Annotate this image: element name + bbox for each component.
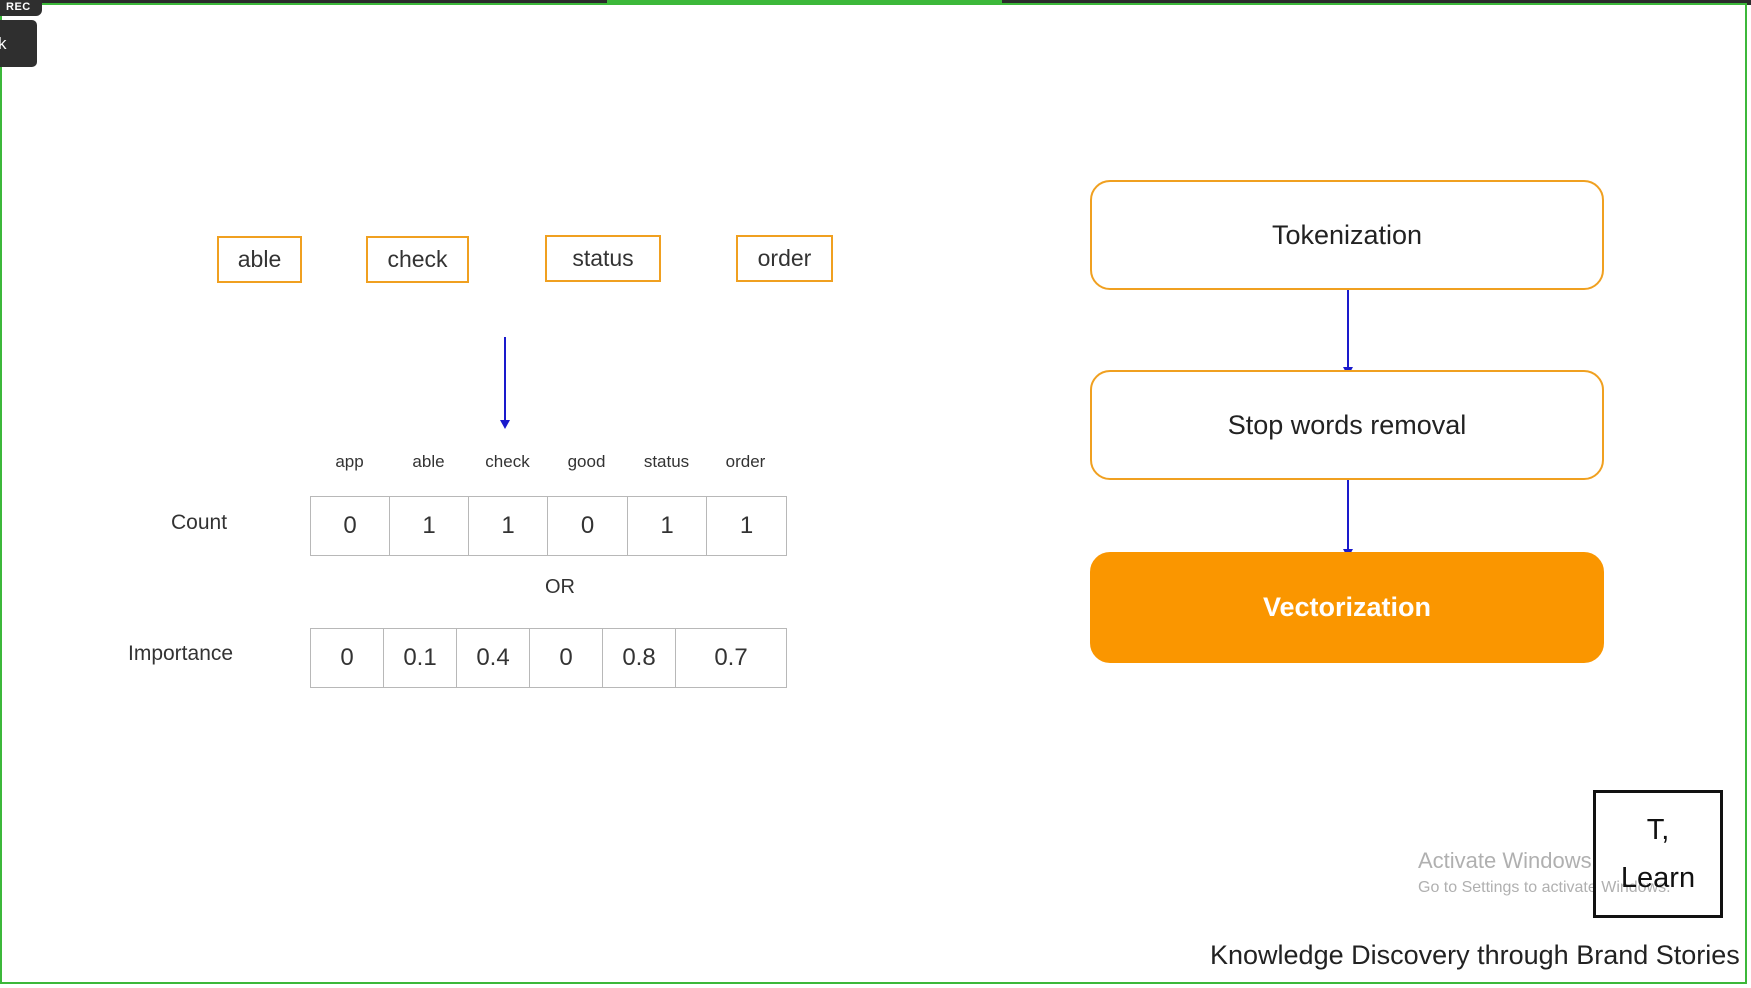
- importance-row-label: Importance: [128, 642, 234, 665]
- step-label: Vectorization: [1262, 592, 1432, 622]
- token-box-order: order: [736, 235, 833, 282]
- count-row-label: Count: [171, 511, 228, 534]
- pipeline-arrow: [1343, 480, 1353, 558]
- count-cell: 1: [469, 497, 548, 555]
- logo-line: T,: [1646, 814, 1670, 846]
- importance-cell: 0.1: [384, 629, 457, 687]
- activate-windows-watermark: Activate Windows: [1418, 848, 1592, 873]
- pipeline-step-vectorization: Vectorization: [1090, 552, 1604, 663]
- pipeline-arrow: [1343, 290, 1353, 376]
- or-separator: OR: [545, 576, 575, 598]
- step-label: Stop words removal: [1227, 409, 1467, 440]
- footer-caption: Knowledge Discovery through Brand Storie…: [1210, 940, 1740, 970]
- column-header: able: [412, 452, 445, 471]
- rec-badge: REC: [0, 0, 42, 16]
- logo-line: Learn: [1620, 862, 1696, 894]
- token-box-able: able: [217, 236, 302, 283]
- stop-recording-button[interactable]: k: [0, 20, 37, 67]
- count-cell: 0: [548, 497, 628, 555]
- importance-cell: 0.8: [603, 629, 676, 687]
- down-arrow: [500, 337, 510, 429]
- importance-cell: 0.4: [457, 629, 530, 687]
- count-cell: 1: [739, 512, 754, 539]
- importance-vector-table: 0 0.1 0.4 0 0.8 0.7: [310, 628, 787, 688]
- column-header: order: [725, 452, 766, 471]
- count-cell: 1: [628, 497, 707, 555]
- importance-cell: 0.7: [714, 644, 748, 671]
- importance-cell: 0: [311, 629, 384, 687]
- count-vector-table: 0 1 1 0 1 1: [310, 496, 787, 556]
- column-header: status: [643, 452, 690, 471]
- count-cell: 0: [311, 497, 390, 555]
- pipeline-step-tokenization: Tokenization: [1090, 180, 1604, 290]
- pipeline-step-stop-words-removal: Stop words removal: [1090, 370, 1604, 480]
- activate-windows-subtitle: Go to Settings to activate Windows.: [1418, 879, 1671, 896]
- count-cell: 1: [390, 497, 469, 555]
- recording-progress-indicator: [607, 0, 1002, 5]
- screen-share-frame: [0, 3, 1747, 984]
- token-box-check: check: [366, 236, 469, 283]
- importance-cell: 0: [530, 629, 603, 687]
- column-header: app: [335, 452, 364, 471]
- brand-logo: T, Learn: [1593, 790, 1723, 918]
- column-header: good: [567, 452, 606, 471]
- column-header: check: [485, 452, 530, 471]
- token-box-status: status: [545, 235, 661, 282]
- step-label: Tokenization: [1271, 219, 1423, 250]
- stop-button-label: k: [0, 34, 7, 53]
